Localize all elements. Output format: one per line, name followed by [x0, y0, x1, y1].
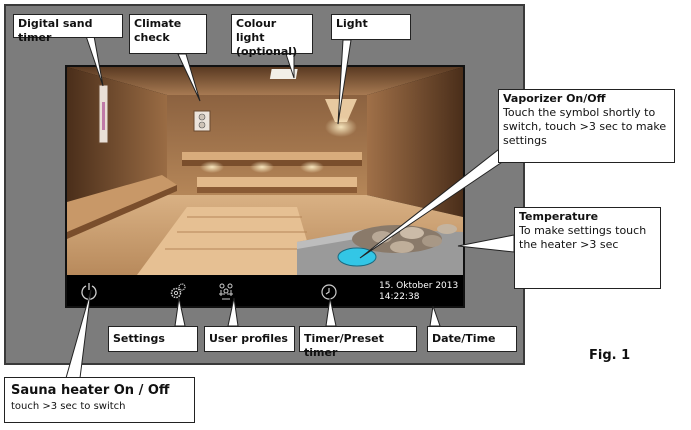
callout-user-profiles: User profiles — [204, 326, 295, 352]
callout-temperature-desc: To make settings touch the heater >3 sec — [519, 224, 647, 251]
callout-light-label: Light — [336, 17, 368, 30]
people-icon[interactable] — [216, 281, 236, 301]
callout-datetime-label: Date/Time — [432, 332, 496, 345]
callout-settings-label: Settings — [113, 332, 165, 345]
figure-label: Fig. 1 — [589, 348, 631, 363]
callout-temperature: Temperature To make settings touch the h… — [514, 207, 661, 289]
callout-timer: Timer/Preset timer — [299, 326, 417, 359]
callout-climate-check: Climate check — [129, 14, 207, 54]
gears-icon[interactable] — [168, 281, 188, 301]
touch-screen: 15. Oktober 2013 14:22:38 — [65, 65, 465, 308]
callout-vaporizer: Vaporizer On/Off Touch the symbol shortl… — [498, 89, 675, 163]
colour-light-fixture — [269, 69, 298, 79]
callout-climate-label: Climate check — [134, 17, 182, 44]
callout-vaporizer-title: Vaporizer On/Off — [503, 92, 606, 105]
callout-colour-light-label: Colour light — [236, 17, 277, 44]
callout-digital-sand-timer: Digital sand timer — [13, 14, 123, 44]
callout-heater-desc: touch >3 sec to switch — [11, 401, 126, 412]
callout-colour-light-note: (optional) — [236, 45, 298, 58]
callout-timer-label: Timer/Preset timer — [304, 332, 384, 359]
callout-sauna-heater: Sauna heater On / Off touch >3 sec to sw… — [4, 377, 195, 423]
callout-date-time: Date/Time — [427, 326, 517, 352]
clock-icon[interactable] — [319, 281, 339, 301]
wall-light-fixture — [325, 99, 357, 122]
callout-settings: Settings — [108, 326, 198, 352]
callout-heater-title: Sauna heater On / Off — [11, 383, 170, 398]
callout-vaporizer-desc: Touch the symbol shortly to switch, touc… — [503, 106, 667, 147]
callout-user-profiles-label: User profiles — [209, 332, 288, 345]
callout-light: Light — [331, 14, 411, 40]
time-text: 14:22:38 — [379, 292, 420, 302]
date-time-display[interactable]: 15. Oktober 2013 14:22:38 — [379, 281, 458, 303]
callout-temperature-title: Temperature — [519, 210, 599, 223]
status-bar: 15. Oktober 2013 14:22:38 — [67, 275, 463, 306]
callout-sand-timer-label: Digital sand timer — [18, 17, 93, 44]
callout-colour-light: Colour light (optional) — [231, 14, 313, 58]
climate-check-device — [193, 110, 211, 132]
date-text: 15. Oktober 2013 — [379, 281, 459, 291]
